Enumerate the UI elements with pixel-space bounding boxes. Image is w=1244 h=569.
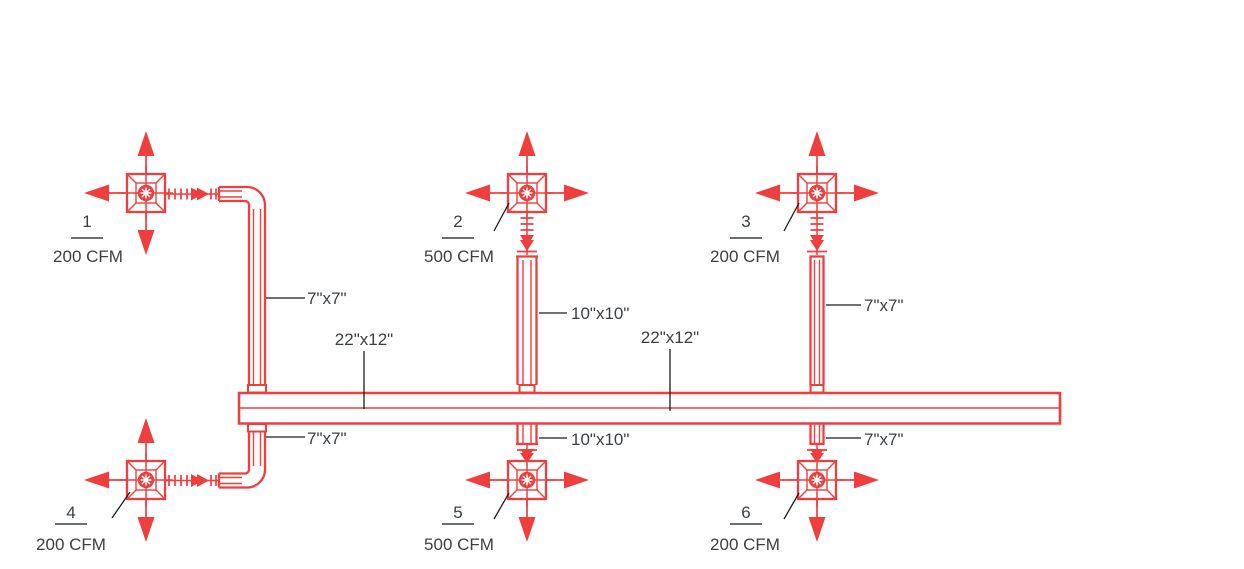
riser-top-right-duct — [807, 212, 827, 394]
leader-line — [783, 492, 800, 520]
diffuser-number: 3 — [741, 212, 750, 231]
diffuser-6 — [754, 451, 880, 543]
duct-collar — [247, 423, 267, 433]
diffuser-number: 5 — [453, 503, 462, 522]
diffuser-1 — [83, 130, 175, 256]
duct-elbow — [217, 185, 267, 385]
diffuser-3 — [754, 130, 880, 222]
diffuser-4 — [83, 417, 175, 543]
duct-size-label: 7"x7" — [307, 429, 346, 448]
riser-bottom-left-duct — [165, 423, 267, 489]
duct-elbow — [217, 432, 267, 489]
leader-line — [493, 202, 510, 232]
diffuser-label-5: 5 500 CFM — [424, 503, 494, 554]
diffuser-cfm-label: 500 CFM — [424, 247, 494, 266]
diffuser-number: 6 — [741, 503, 750, 522]
diffuser-number: 4 — [66, 503, 75, 522]
duct-size-label: 7"x7" — [864, 430, 903, 449]
flex-connector — [168, 188, 217, 200]
diffuser-fan-icon — [498, 451, 556, 509]
duct-size-label: 10"x10" — [571, 430, 629, 449]
duct-size-labels: 7"x7" 22"x12" 10"x10" 22"x12" 7"x7" 7"x7… — [307, 289, 903, 449]
diffuser-cfm-label: 200 CFM — [710, 247, 780, 266]
main-trunk-duct — [237, 391, 1062, 425]
diffuser-cfm-label: 200 CFM — [710, 535, 780, 554]
diffuser-label-1: 1 200 CFM — [53, 212, 123, 266]
riser-top-middle-duct — [516, 212, 538, 394]
duct-size-label: 10"x10" — [571, 304, 629, 323]
diffuser-fan-icon — [117, 164, 175, 222]
riser-top-left-duct — [165, 185, 267, 394]
duct-size-label: 7"x7" — [307, 289, 346, 308]
diffuser-label-2: 2 500 CFM — [424, 212, 494, 266]
duct-size-label: 22"x12" — [641, 328, 699, 347]
diffuser-label-3: 3 200 CFM — [710, 212, 780, 266]
leader-line — [783, 202, 800, 232]
diffuser-cfm-label: 200 CFM — [36, 535, 106, 554]
diffuser-label-6: 6 200 CFM — [710, 503, 780, 554]
diffuser-5 — [464, 451, 590, 543]
diffuser-fan-icon — [117, 451, 175, 509]
diffuser-fan-icon — [788, 451, 846, 509]
diffuser-fan-icon — [498, 164, 556, 222]
diffuser-2 — [464, 130, 590, 222]
diffuser-number: 1 — [82, 212, 91, 231]
duct-size-label: 22"x12" — [335, 330, 393, 349]
diffuser-cfm-label: 200 CFM — [53, 247, 123, 266]
diffuser-number: 2 — [453, 212, 462, 231]
diffuser-cfm-label: 500 CFM — [424, 535, 494, 554]
duct-size-label: 7"x7" — [864, 296, 903, 315]
diffuser-fan-icon — [788, 164, 846, 222]
leader-lines — [111, 202, 861, 520]
leader-line — [493, 492, 510, 520]
duct-collar — [518, 384, 536, 394]
duct-collar — [809, 384, 825, 394]
leader-line — [111, 491, 131, 519]
diffuser-label-4: 4 200 CFM — [36, 503, 106, 554]
duct-collar — [247, 384, 267, 394]
